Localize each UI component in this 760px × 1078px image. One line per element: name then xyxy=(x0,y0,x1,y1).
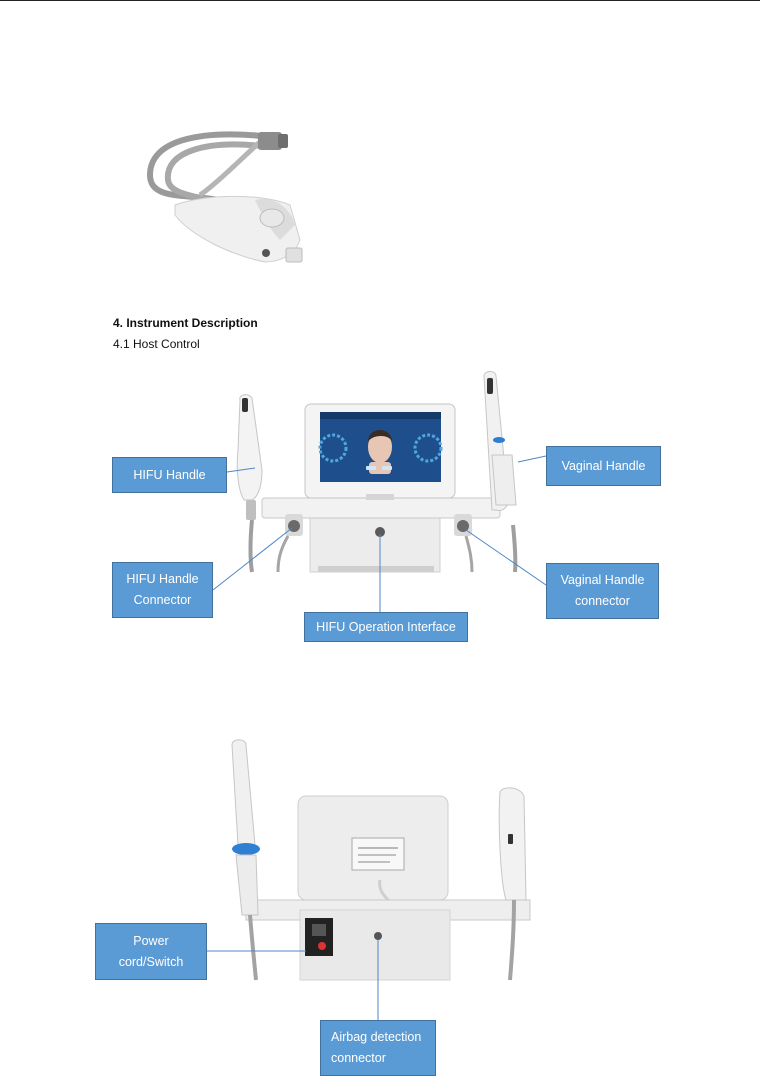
callout-hifu-operation-interface: HIFU Operation Interface xyxy=(304,612,468,642)
callout-airbag-detection-connector-line1: Airbag detection xyxy=(331,1030,422,1044)
callout-hifu-handle-connector-line2: Connector xyxy=(133,593,192,607)
front-leader-lines xyxy=(212,455,547,612)
callout-power-cord-switch: Power cord/Switch xyxy=(95,923,207,980)
callout-hifu-handle-connector-line1: HIFU Handle xyxy=(126,572,199,586)
callout-hifu-handle-connector: HIFU Handle Connector xyxy=(112,562,213,618)
callout-vaginal-handle-text: Vaginal Handle xyxy=(561,458,646,473)
callout-power-cord-switch-line2: cord/Switch xyxy=(118,954,184,969)
callout-hifu-operation-interface-text: HIFU Operation Interface xyxy=(316,619,456,634)
callout-vaginal-handle-connector-line2: connector xyxy=(575,594,630,608)
callout-airbag-detection-connector: Airbag detection connector xyxy=(320,1020,436,1076)
section-subheading: 4.1 Host Control xyxy=(113,337,200,351)
callout-vaginal-handle-connector-line1: Vaginal Handle xyxy=(560,573,645,587)
callout-power-cord-switch-line1: Power xyxy=(133,933,169,948)
back-leader-lines xyxy=(207,940,379,1020)
section-heading: 4. Instrument Description xyxy=(113,316,258,330)
hifu-device-back-photo xyxy=(231,739,531,981)
page-top-rule xyxy=(0,0,760,1)
face-display-icon xyxy=(368,430,392,474)
callout-vaginal-handle: Vaginal Handle xyxy=(546,446,661,486)
hifu-device-front-photo xyxy=(236,371,518,573)
callout-vaginal-handle-connector: Vaginal Handle connector xyxy=(546,563,659,619)
callout-airbag-detection-connector-line2: connector xyxy=(331,1051,386,1065)
hifu-cartridge-handpiece-photo xyxy=(146,131,303,263)
callout-hifu-handle-text: HIFU Handle xyxy=(133,467,206,482)
callout-hifu-handle: HIFU Handle xyxy=(112,457,227,493)
